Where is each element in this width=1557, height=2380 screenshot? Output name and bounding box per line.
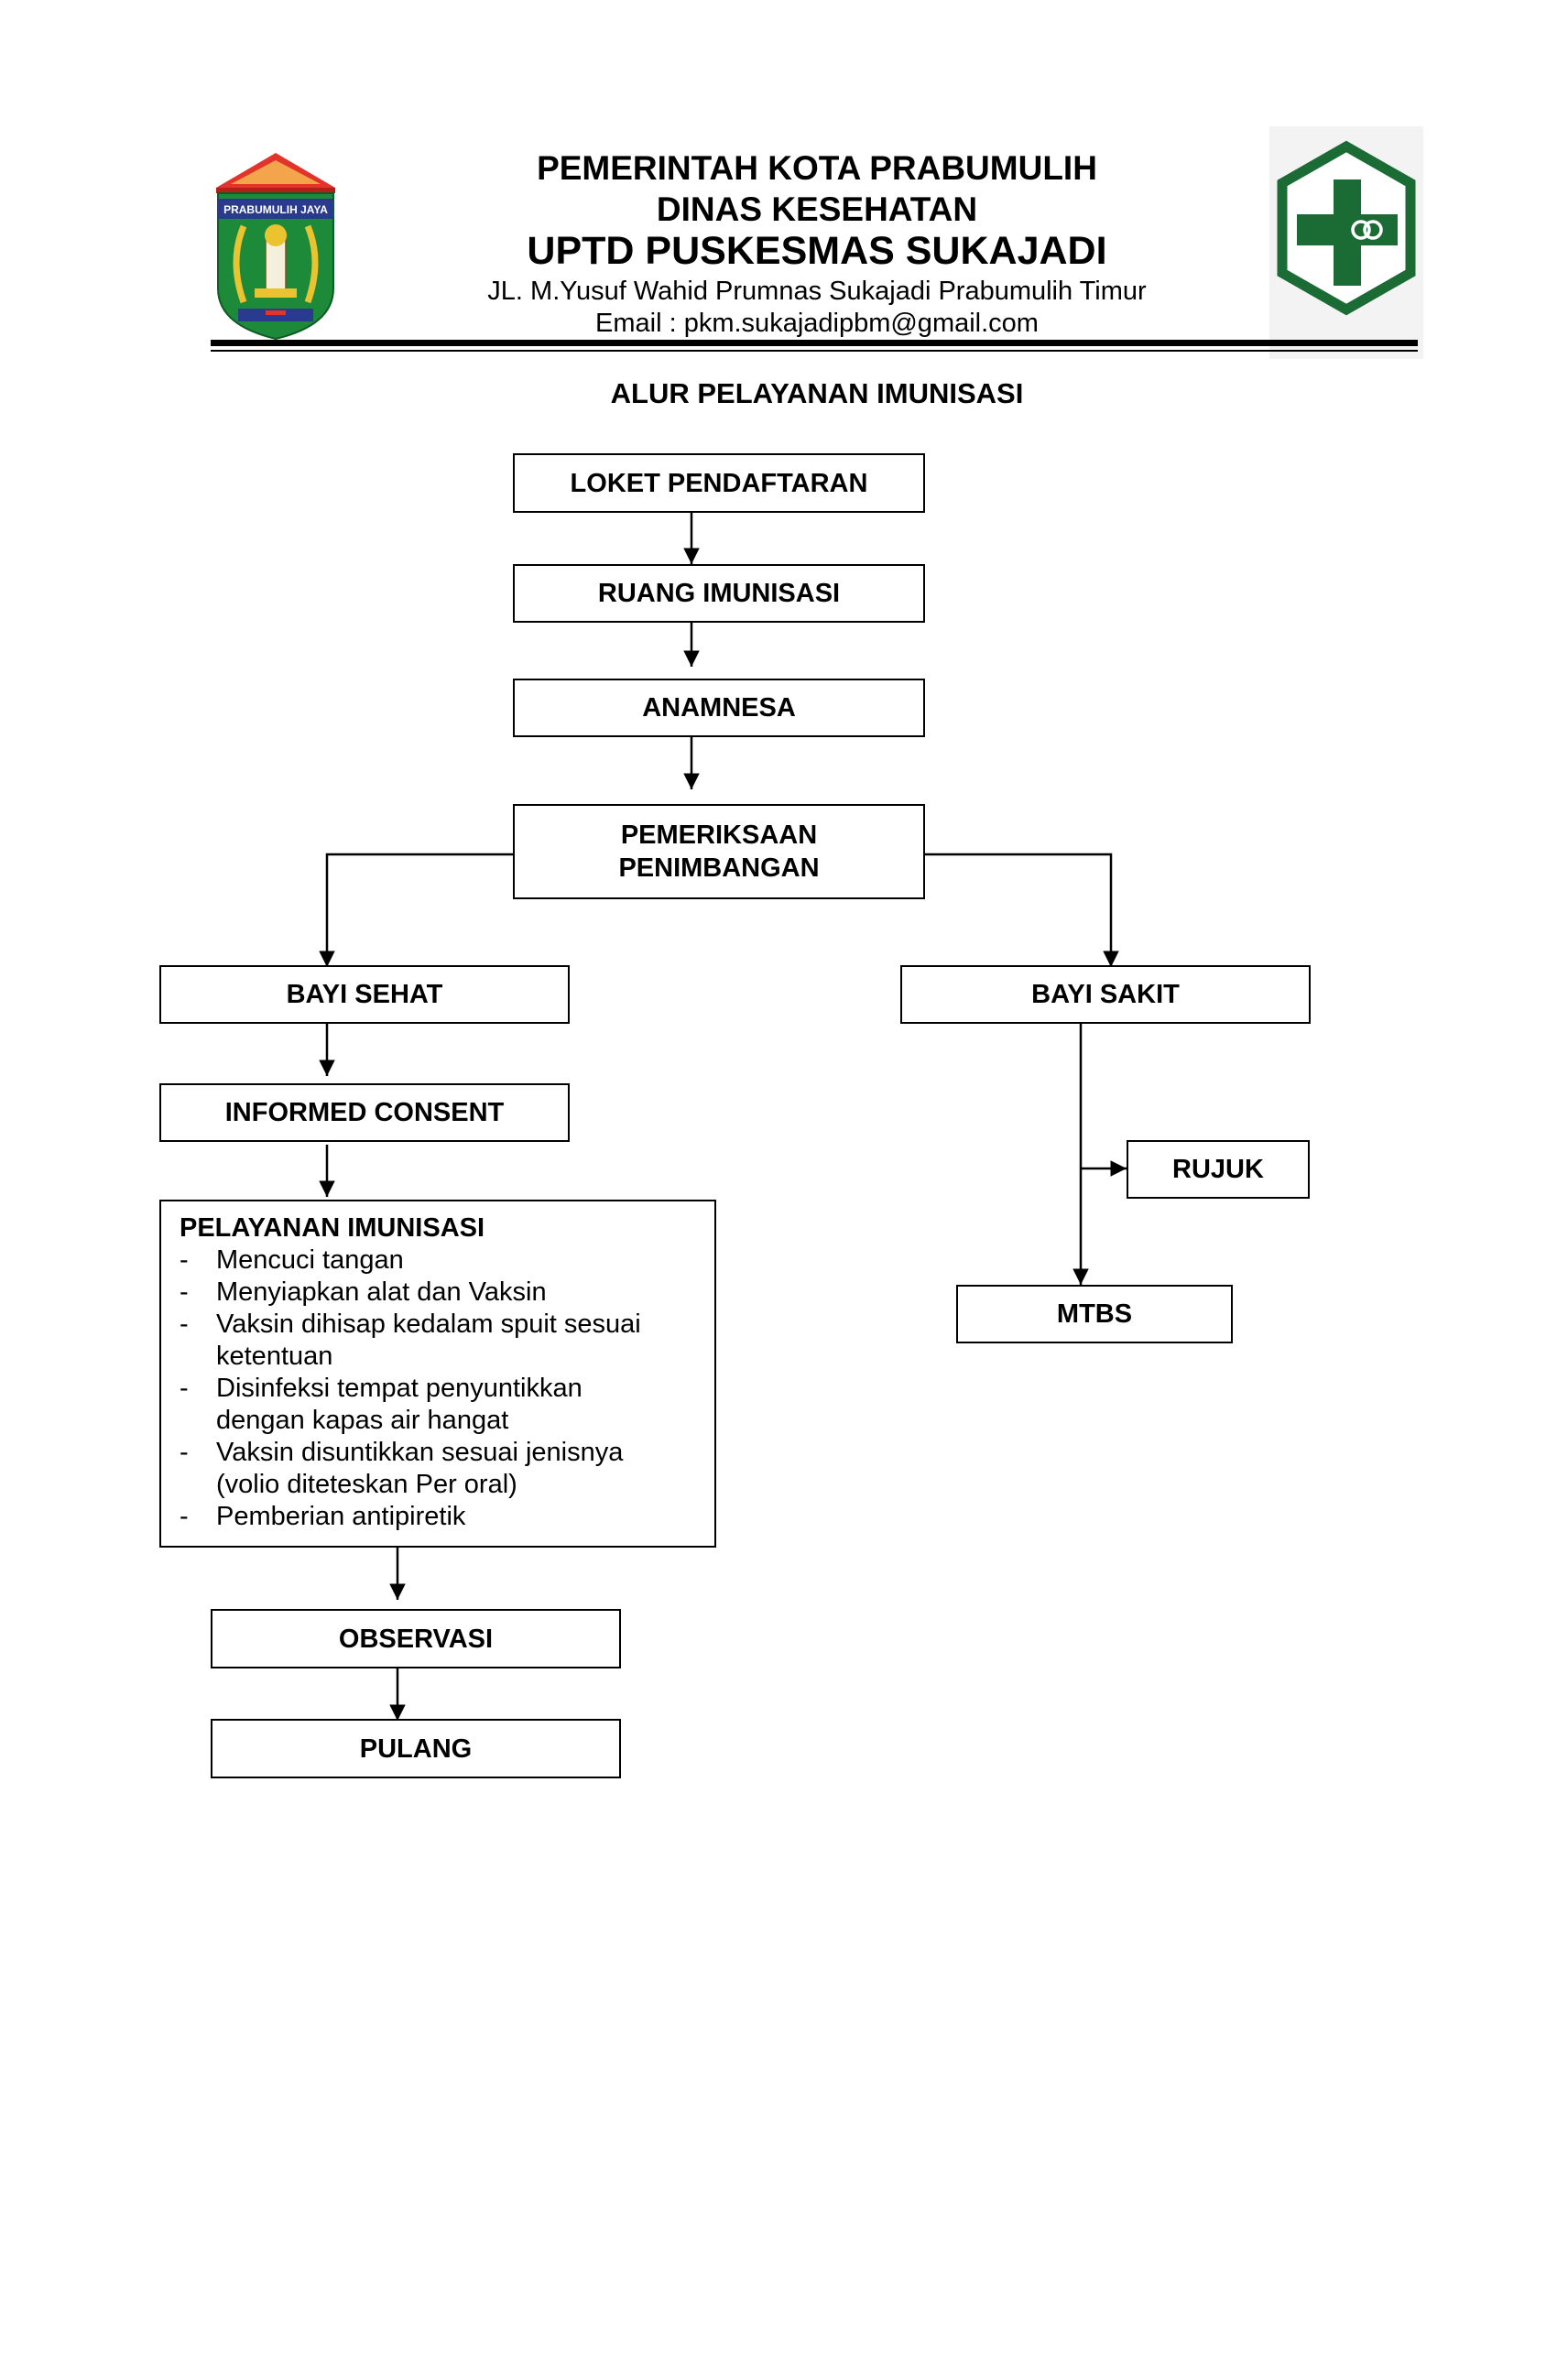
healthy-baby-box: BAYI SEHAT bbox=[159, 965, 570, 1024]
observation-label: OBSERVASI bbox=[338, 1624, 494, 1654]
observation-box: OBSERVASI bbox=[211, 1609, 621, 1668]
immunization-room-label: RUANG IMUNISASI bbox=[597, 579, 841, 608]
anamnesis-label: ANAMNESA bbox=[642, 693, 796, 723]
email: Email : pkm.sukajadipbm@gmail.com bbox=[595, 309, 1039, 338]
left-logo: PRABUMULIH JAYA bbox=[212, 151, 339, 341]
go-home-box: PULANG bbox=[211, 1719, 621, 1778]
examination-box: PEMERIKSAAN PENIMBANGAN bbox=[513, 804, 925, 899]
registration-box: LOKET PENDAFTARAN bbox=[513, 453, 925, 513]
puskesmas-logo-icon bbox=[1277, 140, 1416, 316]
mtbs-box: MTBS bbox=[956, 1285, 1233, 1343]
immunization-room-box: RUANG IMUNISASI bbox=[513, 564, 925, 623]
arrow-exam-to-healthy bbox=[319, 853, 513, 967]
registration-label: LOKET PENDAFTARAN bbox=[570, 468, 868, 498]
informed-consent-box: INFORMED CONSENT bbox=[159, 1083, 570, 1142]
anamnesis-box: ANAMNESA bbox=[513, 679, 925, 737]
examination-label-line2: PENIMBANGAN bbox=[618, 853, 820, 883]
refer-label: RUJUK bbox=[1172, 1155, 1264, 1184]
header-divider-thin bbox=[211, 350, 1418, 352]
government-name: PEMERINTAH KOTA PRABUMULIH bbox=[537, 149, 1097, 187]
go-home-label: PULANG bbox=[359, 1733, 473, 1764]
service-step: Pemberian antipiretik bbox=[161, 1501, 766, 1533]
service-step: Vaksin dihisap kedalam spuit sesuaiketen… bbox=[161, 1309, 766, 1373]
arrow-exam-to-sick bbox=[925, 853, 1119, 967]
document-title: ALUR PELAYANAN IMUNISASI bbox=[610, 377, 1024, 409]
sick-baby-box: BAYI SAKIT bbox=[900, 965, 1311, 1024]
informed-consent-label: INFORMED CONSENT bbox=[224, 1098, 505, 1127]
header-divider-thick bbox=[211, 340, 1418, 346]
unit-name: UPTD PUSKESMAS SUKAJADI bbox=[527, 229, 1107, 273]
service-step: Mencuci tangan bbox=[161, 1244, 766, 1277]
mtbs-label: MTBS bbox=[1056, 1299, 1133, 1329]
service-steps: Mencuci tangan Menyiapkan alat dan Vaksi… bbox=[161, 1244, 766, 1533]
service-step: Menyiapkan alat dan Vaksin bbox=[161, 1277, 766, 1309]
address: JL. M.Yusuf Wahid Prumnas Sukajadi Prabu… bbox=[487, 277, 1147, 306]
immunization-service-box: PELAYANAN IMUNISASI Mencuci tangan Menyi… bbox=[159, 1200, 716, 1548]
department-name: DINAS KESEHATAN bbox=[656, 190, 978, 228]
service-step: Vaksin disuntikkan sesuai jenisnya(volio… bbox=[161, 1437, 766, 1501]
city-emblem-icon: PRABUMULIH JAYA bbox=[216, 153, 335, 341]
examination-label-line1: PEMERIKSAAN bbox=[620, 821, 818, 850]
service-title: PELAYANAN IMUNISASI bbox=[180, 1213, 485, 1243]
refer-box: RUJUK bbox=[1127, 1140, 1310, 1199]
sick-baby-label: BAYI SAKIT bbox=[1031, 980, 1180, 1009]
right-logo bbox=[1269, 126, 1423, 359]
healthy-baby-label: BAYI SEHAT bbox=[286, 980, 443, 1009]
left-logo-banner: PRABUMULIH JAYA bbox=[223, 203, 328, 216]
